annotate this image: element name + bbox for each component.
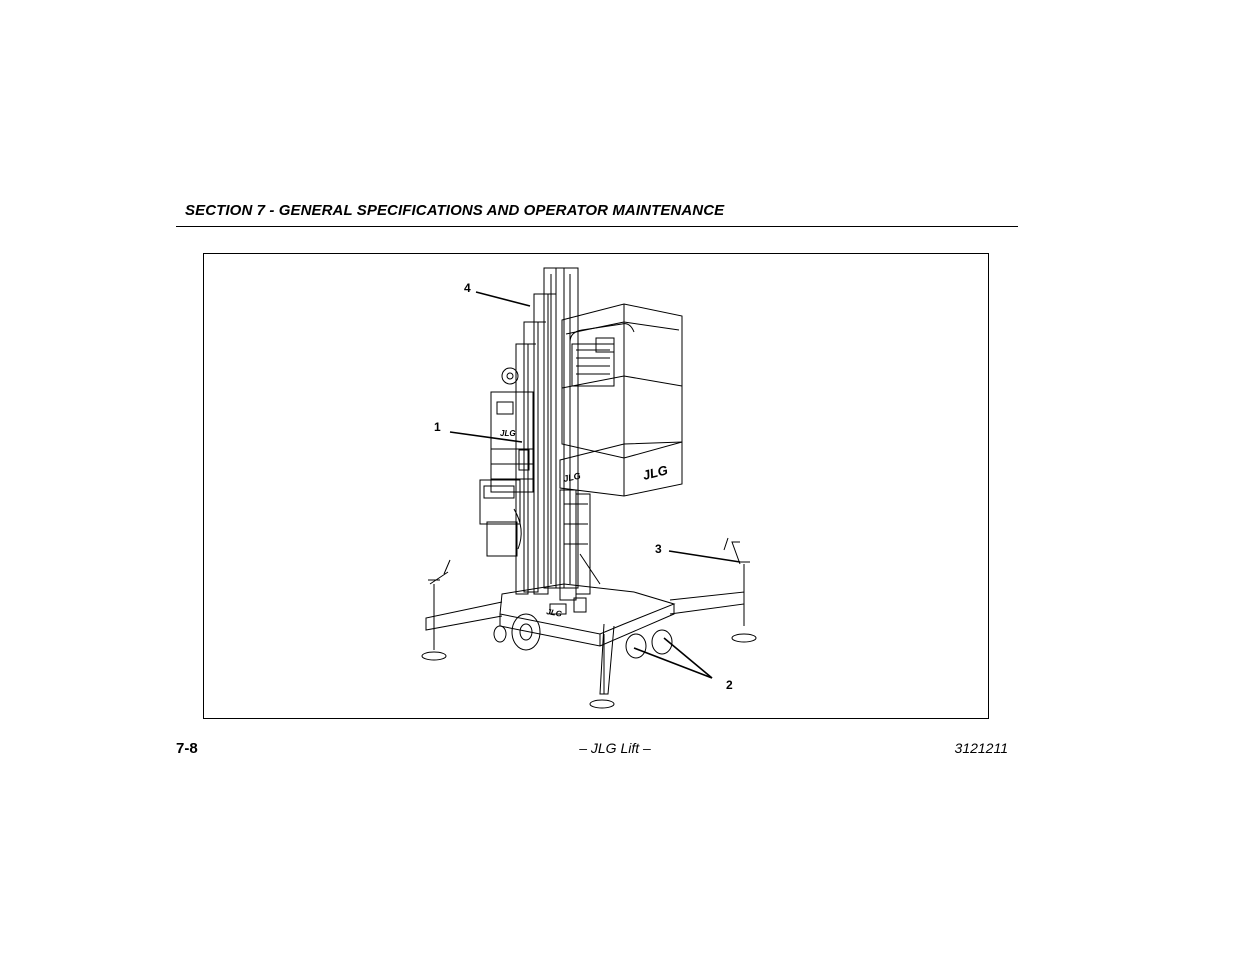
- lower-mast: [559, 489, 601, 601]
- outriggers: [421, 537, 757, 709]
- callout-4: 4: [464, 281, 471, 295]
- mast: [501, 267, 579, 595]
- section-title: SECTION 7 - GENERAL SPECIFICATIONS AND O…: [185, 202, 725, 219]
- control-box: [490, 391, 534, 493]
- lift-illustration: JLG JLG JLG JLG: [421, 267, 757, 709]
- jlg-logo-platform-side: JLG: [562, 471, 581, 484]
- callout-3: 3: [655, 542, 662, 556]
- platform-basket: [559, 303, 683, 497]
- header-rule: [176, 226, 1018, 227]
- wheels: [493, 613, 673, 659]
- page-number: 7-8: [176, 740, 198, 757]
- jlg-logo-platform: JLG: [641, 462, 669, 483]
- callout-1: 1: [434, 420, 441, 434]
- base: [499, 583, 676, 647]
- battery-pack: [479, 479, 522, 557]
- figure-frame: JLG JLG JLG JLG 4 1 3 2: [203, 253, 989, 719]
- footer-title: – JLG Lift –: [579, 740, 651, 756]
- jlg-logo-base: JLG: [546, 607, 563, 619]
- jlg-logo-control-box: JLG: [500, 429, 516, 438]
- callout-2: 2: [726, 678, 733, 692]
- document-number: 3121211: [954, 740, 1008, 756]
- leader-lines: [449, 291, 741, 679]
